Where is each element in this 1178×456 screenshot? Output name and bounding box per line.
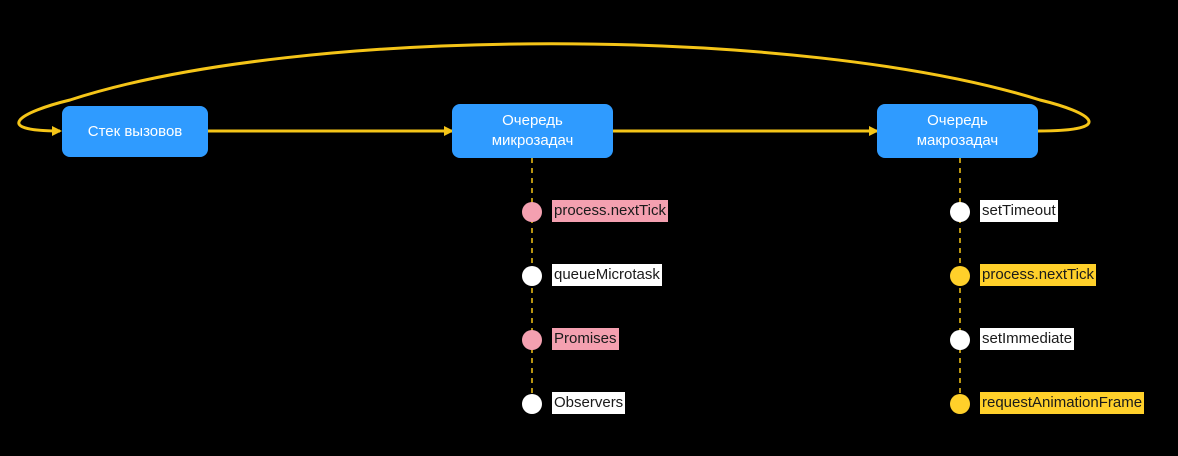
microtask-dot: [522, 202, 542, 222]
microtask-dot: [522, 266, 542, 286]
macrotask-dot: [950, 330, 970, 350]
microtask-queue-label-line2: микрозадач: [491, 132, 574, 149]
macrotask-dot: [950, 202, 970, 222]
macrotask-label: setImmediate: [980, 328, 1075, 350]
microtask-label: process.nextTick: [552, 200, 668, 222]
macrotask-queue-label-line2: макрозадач: [916, 132, 999, 149]
macrotask-queue-node: Очередь макрозадач: [877, 104, 1038, 158]
call-stack-label: Стек вызовов: [87, 122, 183, 140]
macrotask-label: process.nextTick: [980, 264, 1096, 286]
microtask-queue-label-line1: Очередь: [502, 112, 563, 129]
microtask-label: Observers: [552, 392, 626, 414]
macrotask-queue-label-line1: Очередь: [927, 112, 988, 129]
microtask-dot: [522, 394, 542, 414]
microtask-label: Promises: [552, 328, 619, 350]
macrotask-label: setTimeout: [980, 200, 1058, 222]
microtask-label: queueMicrotask: [552, 264, 662, 286]
macrotask-dot: [950, 394, 970, 414]
call-stack-node: Стек вызовов: [62, 106, 208, 157]
microtask-queue-node: Очередь микрозадач: [452, 104, 613, 158]
microtask-dot: [522, 330, 542, 350]
macrotask-dot: [950, 266, 970, 286]
macrotask-label: requestAnimationFrame: [980, 392, 1145, 414]
arrow-loop-back-to-stack: [17, 42, 1091, 136]
